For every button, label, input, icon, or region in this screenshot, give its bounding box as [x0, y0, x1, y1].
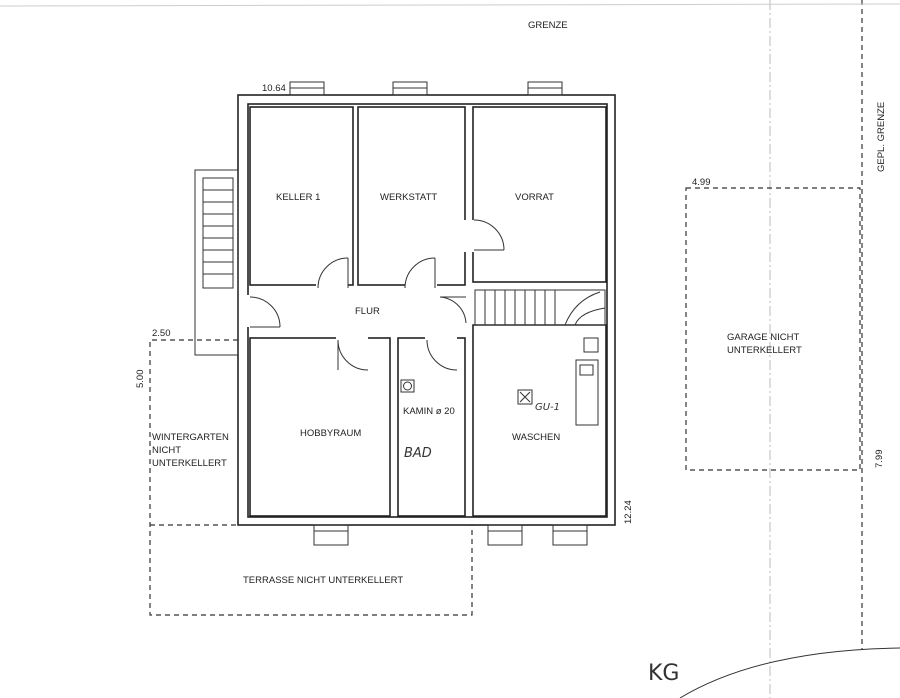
room-waschen [472, 324, 607, 517]
top-boundary-line [0, 3, 900, 7]
dim-garage-width: 4.99 [692, 177, 711, 188]
garage-label-2: UNTERKELLERT [727, 345, 802, 356]
floor-title-kg: KG [648, 661, 679, 686]
dim-garage-depth: 7.99 [874, 450, 885, 469]
doors [245, 219, 505, 371]
room-label-keller: KELLER 1 [276, 192, 320, 203]
dim-top-width: 10.64 [262, 83, 286, 94]
windows [289, 81, 588, 546]
boundary-arc [679, 647, 900, 698]
wintergarten-terrasse-outline [149, 339, 473, 616]
room-hobbyraum [249, 337, 391, 517]
room-label-vorrat: VORRAT [515, 192, 554, 203]
exterior-staircase [194, 169, 239, 356]
garage-label-1: GARAGE NICHT [727, 332, 800, 343]
room-label-bad: BAD [404, 446, 432, 461]
terrasse-label: TERRASSE NICHT UNTERKELLERT [243, 575, 403, 586]
wintergarten-label-2: NICHT [152, 445, 181, 456]
chimney-flue-icon [403, 381, 412, 391]
wintergarten-label-1: WINTERGARTEN [152, 432, 229, 443]
room-label-werkstatt: WERKSTATT [380, 192, 437, 203]
waschen-note: GU-1 [535, 402, 560, 413]
dim-side-height: 12.24 [623, 500, 634, 524]
room-keller [249, 106, 354, 286]
garage-outline [685, 187, 861, 471]
room-bad [397, 337, 466, 517]
room-vorrat [472, 106, 607, 283]
room-label-kamin: KAMIN ø 20 [403, 406, 455, 417]
room-label-flur: FLUR [355, 306, 380, 317]
dim-wintergarten-width: 2.50 [152, 328, 171, 339]
gepl-grenze-label: GEPL. GRENZE [876, 102, 887, 172]
valve-icon [583, 337, 599, 353]
grenze-label: GRENZE [528, 20, 568, 31]
room-label-waschen: WASCHEN [512, 432, 560, 443]
chimney-icon [400, 379, 415, 393]
boiler-icon [575, 359, 599, 426]
wintergarten-label-3: UNTERKELLERT [152, 458, 227, 469]
marked-box-icon [517, 389, 533, 405]
dim-wintergarten-depth: 5.00 [135, 370, 146, 389]
room-label-hobbyraum: HOBBYRAUM [300, 428, 361, 439]
interior-staircase [474, 289, 606, 326]
